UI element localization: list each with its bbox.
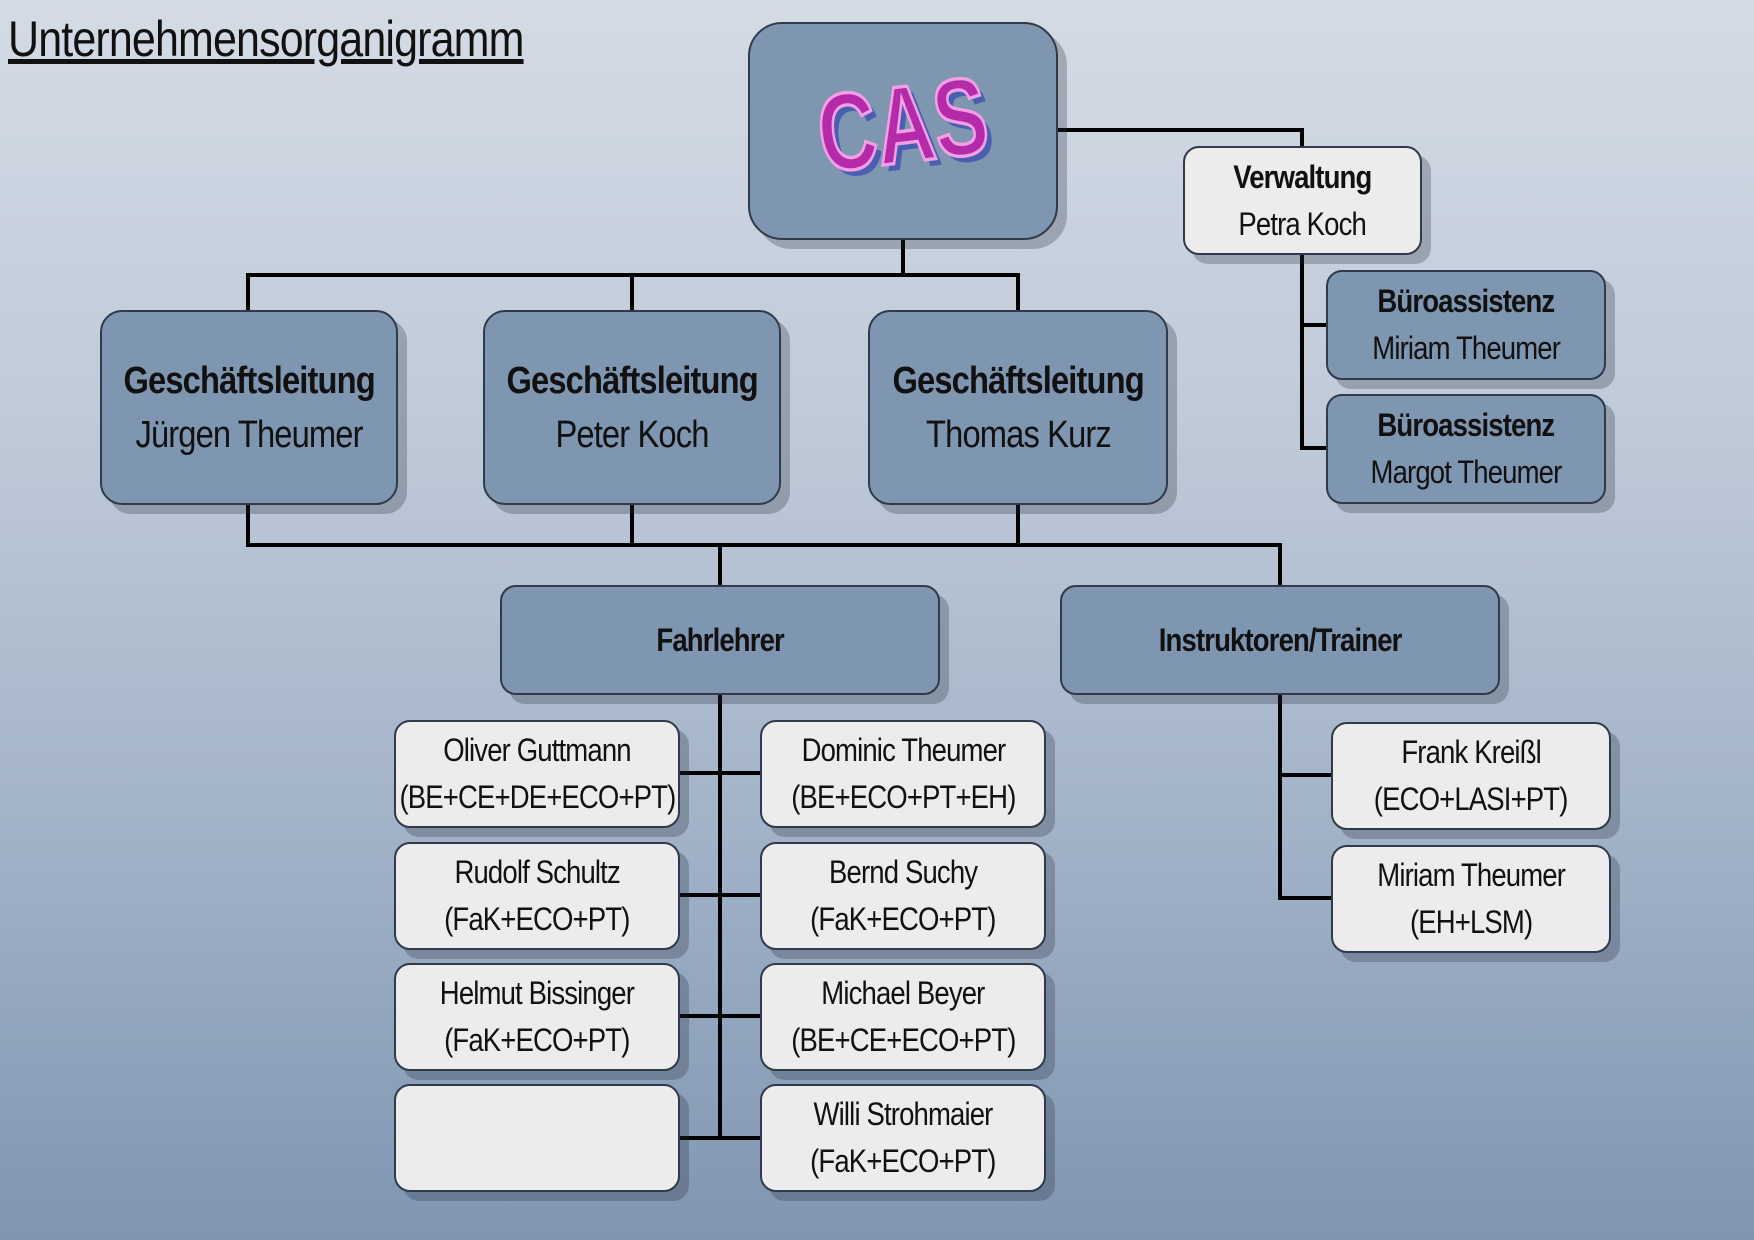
person-qualification: (ECO+LASI+PT)	[1374, 781, 1569, 817]
person-name: Helmut Bissinger	[439, 975, 635, 1011]
fahrlehrer-card: Helmut Bissinger (FaK+ECO+PT)	[394, 963, 680, 1071]
geschaeftsleitung-role: Geschäftsleitung	[892, 359, 1144, 402]
cas-logo-text: CAS	[811, 56, 994, 196]
department-fahrlehrer-label: Fahrlehrer	[656, 621, 784, 658]
geschaeftsleitung-role: Geschäftsleitung	[506, 359, 758, 402]
bueroassistenz-name: Margot Theumer	[1370, 454, 1563, 490]
geschaeftsleitung-box-2: Geschäftsleitung Peter Koch	[483, 310, 781, 505]
connector-cas-verwaltung	[1056, 128, 1304, 148]
person-qualification: (BE+ECO+PT+EH)	[790, 779, 1016, 815]
person-name: Dominic Theumer	[801, 732, 1006, 768]
person-name: Rudolf Schultz	[454, 854, 620, 890]
person-name: Miriam Theumer	[1377, 857, 1566, 893]
bueroassistenz-role: Büroassistenz	[1377, 407, 1556, 443]
fahrlehrer-card: Michael Beyer (BE+CE+ECO+PT)	[760, 963, 1046, 1071]
bueroassistenz-role: Büroassistenz	[1377, 283, 1556, 319]
fahrlehrer-card: Dominic Theumer (BE+ECO+PT+EH)	[760, 720, 1046, 828]
department-instruktoren: Instruktoren/Trainer	[1060, 585, 1500, 695]
cas-logo-shadow: CAS	[817, 60, 1000, 202]
company-logo-box: CAS CAS	[748, 22, 1058, 240]
person-qualification: (BE+CE+DE+ECO+PT)	[399, 779, 676, 815]
verwaltung-box: Verwaltung Petra Koch	[1183, 146, 1422, 255]
person-qualification: (FaK+ECO+PT)	[810, 1143, 996, 1179]
geschaeftsleitung-name: Peter Koch	[555, 413, 709, 456]
geschaeftsleitung-box-1: Geschäftsleitung Jürgen Theumer	[100, 310, 398, 505]
department-fahrlehrer: Fahrlehrer	[500, 585, 940, 695]
person-name: Michael Beyer	[821, 975, 985, 1011]
person-name: Willi Strohmaier	[813, 1096, 994, 1132]
person-name: Oliver Guttmann	[443, 732, 631, 768]
verwaltung-name: Petra Koch	[1238, 205, 1367, 242]
fahrlehrer-card: Willi Strohmaier (FaK+ECO+PT)	[760, 1084, 1046, 1192]
bueroassistenz-name: Miriam Theumer	[1372, 330, 1561, 366]
fahrlehrer-card-empty	[394, 1084, 680, 1192]
person-qualification: (FaK+ECO+PT)	[444, 1022, 630, 1058]
verwaltung-role: Verwaltung	[1233, 158, 1372, 195]
geschaeftsleitung-role: Geschäftsleitung	[123, 359, 375, 402]
department-instruktoren-label: Instruktoren/Trainer	[1158, 621, 1403, 658]
instruktor-card: Miriam Theumer (EH+LSM)	[1331, 845, 1611, 953]
person-qualification: (FaK+ECO+PT)	[810, 901, 996, 937]
bueroassistenz-box-2: Büroassistenz Margot Theumer	[1326, 394, 1606, 504]
person-qualification: (BE+CE+ECO+PT)	[790, 1022, 1016, 1058]
person-name: Bernd Suchy	[828, 854, 978, 890]
instruktor-card: Frank Kreißl (ECO+LASI+PT)	[1331, 722, 1611, 830]
bueroassistenz-box-1: Büroassistenz Miriam Theumer	[1326, 270, 1606, 380]
person-qualification: (FaK+ECO+PT)	[444, 901, 630, 937]
person-name: Frank Kreißl	[1401, 734, 1541, 770]
fahrlehrer-card: Rudolf Schultz (FaK+ECO+PT)	[394, 842, 680, 950]
cas-logo: CAS CAS	[810, 56, 1000, 202]
geschaeftsleitung-name: Jürgen Theumer	[135, 413, 363, 456]
geschaeftsleitung-box-3: Geschäftsleitung Thomas Kurz	[868, 310, 1168, 505]
person-qualification: (EH+LSM)	[1409, 904, 1533, 940]
fahrlehrer-card: Bernd Suchy (FaK+ECO+PT)	[760, 842, 1046, 950]
geschaeftsleitung-name: Thomas Kurz	[925, 413, 1112, 456]
page-title: Unternehmensorganigramm	[8, 11, 524, 67]
fahrlehrer-card: Oliver Guttmann (BE+CE+DE+ECO+PT)	[394, 720, 680, 828]
